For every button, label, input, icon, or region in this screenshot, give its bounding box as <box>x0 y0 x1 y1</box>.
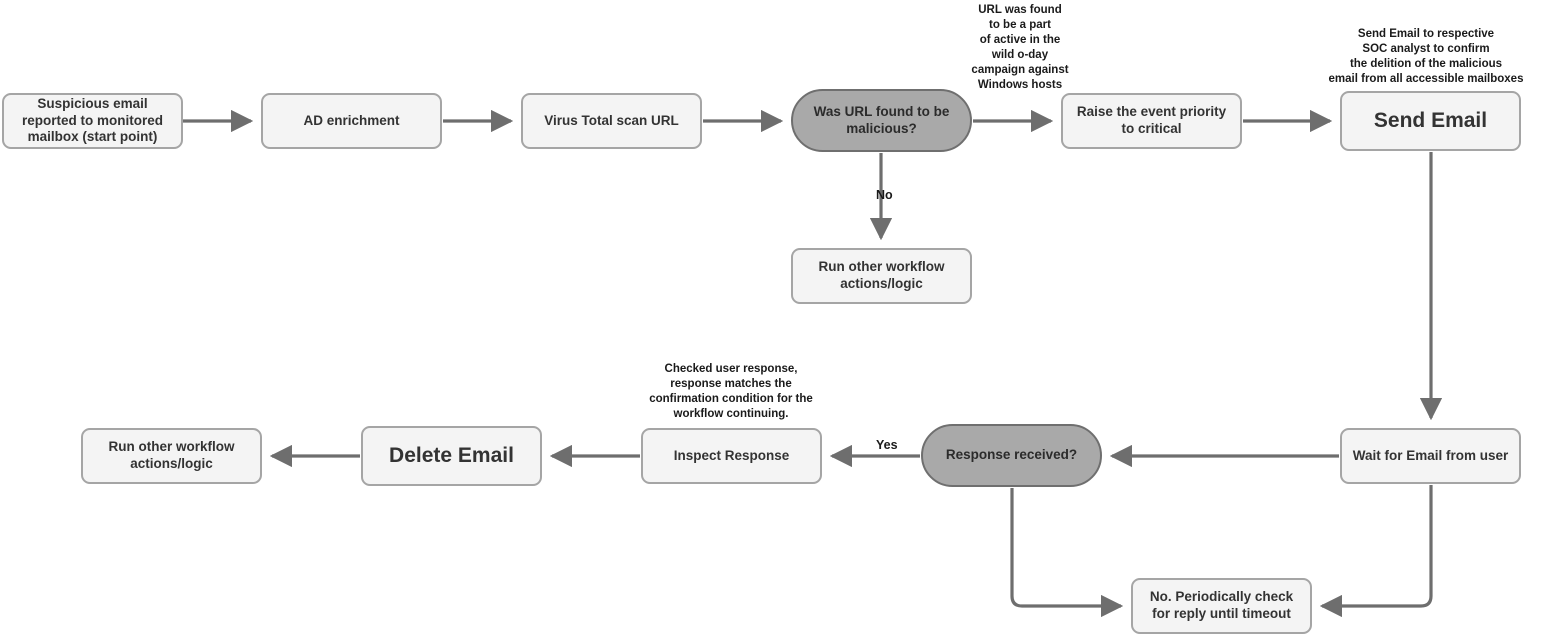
node-inspect-response[interactable]: Inspect Response <box>641 428 822 484</box>
node-wait-for-email[interactable]: Wait for Email from user <box>1340 428 1521 484</box>
node-periodic-check[interactable]: No. Periodically check for reply until t… <box>1131 578 1312 634</box>
node-was-url-malicious[interactable]: Was URL found to be malicious? <box>791 89 972 152</box>
edge-label-yes-branch: Yes <box>876 438 898 452</box>
edge-label-no-branch: No <box>876 188 893 202</box>
edge-response-to-periodic <box>1010 488 1124 618</box>
node-send-email[interactable]: Send Email <box>1340 91 1521 151</box>
node-run-other-workflow-no[interactable]: Run other workflow actions/logic <box>791 248 972 304</box>
node-raise-priority-label: Raise the event priority to critical <box>1076 104 1227 136</box>
edge-label-checked-user-response: Checked user response, response matches … <box>649 363 813 420</box>
node-run-other-workflow-end-label: Run other workflow actions/logic <box>108 439 235 471</box>
node-ad-enrichment-label: AD enrichment <box>303 112 400 128</box>
node-wait-for-email-label: Wait for Email from user <box>1352 447 1509 463</box>
node-inspect-response-label: Inspect Response <box>673 447 790 463</box>
node-was-url-malicious-label: Was URL found to be malicious? <box>813 103 950 136</box>
node-delete-email[interactable]: Delete Email <box>361 426 542 486</box>
node-start-label: Suspicious email reported to monitored m… <box>22 95 163 145</box>
edge-wait-loop-to-periodic <box>1319 485 1433 618</box>
node-virus-total-scan[interactable]: Virus Total scan URL <box>521 93 702 149</box>
node-start[interactable]: Suspicious email reported to monitored m… <box>2 93 183 149</box>
edge-label-send-email-soc-note: Send Email to respective SOC analyst to … <box>1328 28 1524 85</box>
node-send-email-label: Send Email <box>1373 108 1488 132</box>
node-response-received-label: Response received? <box>945 447 1078 463</box>
node-raise-priority[interactable]: Raise the event priority to critical <box>1061 93 1242 149</box>
node-virus-total-scan-label: Virus Total scan URL <box>544 112 679 128</box>
node-ad-enrichment[interactable]: AD enrichment <box>261 93 442 149</box>
node-response-received[interactable]: Response received? <box>921 424 1102 487</box>
node-periodic-check-label: No. Periodically check for reply until t… <box>1149 589 1294 621</box>
edge-label-url-active-campaign: URL was found to be a part of active in … <box>971 4 1069 91</box>
node-run-other-workflow-end[interactable]: Run other workflow actions/logic <box>81 428 262 484</box>
node-delete-email-label: Delete Email <box>389 443 514 467</box>
node-run-other-workflow-no-label: Run other workflow actions/logic <box>818 259 945 291</box>
